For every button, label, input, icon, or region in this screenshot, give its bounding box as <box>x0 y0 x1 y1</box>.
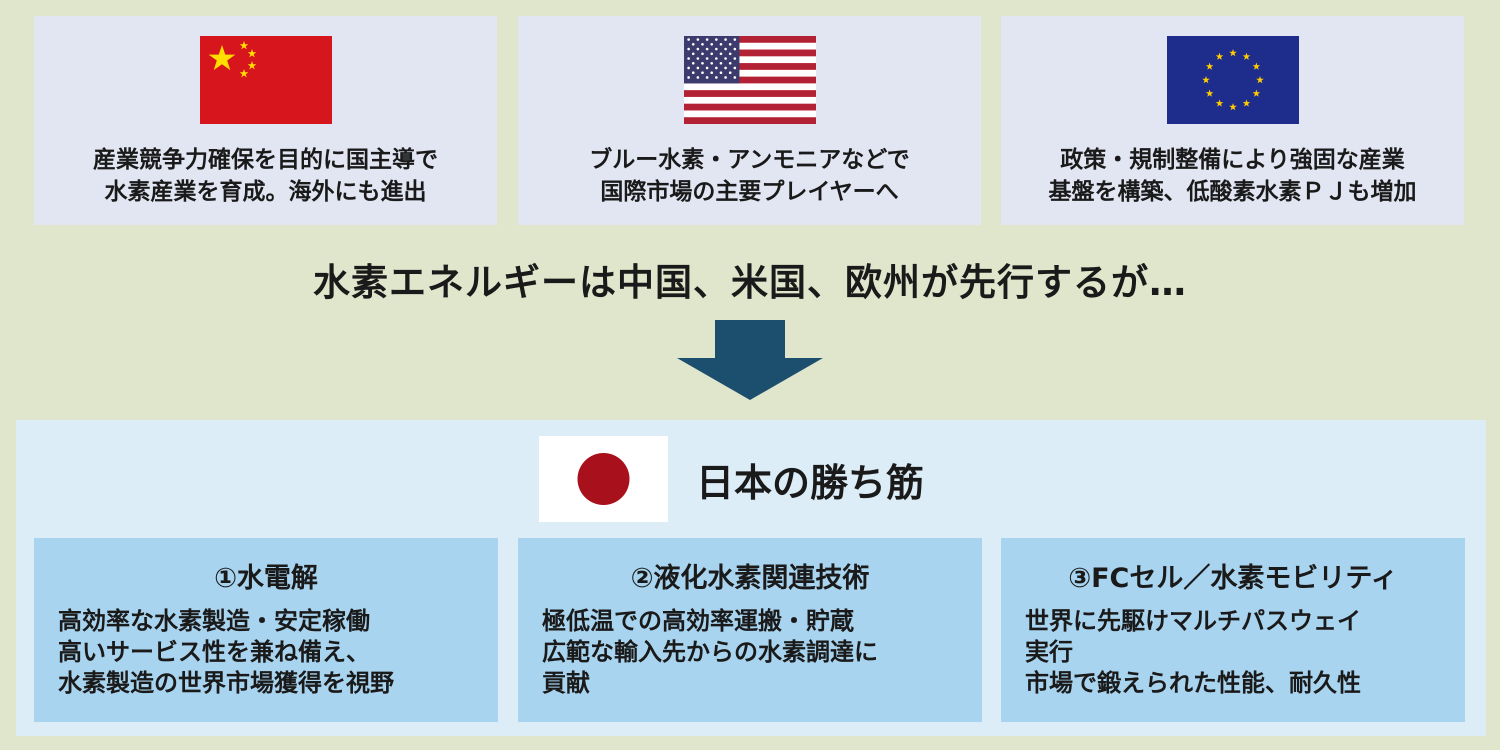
eu-description: 政策・規制整備により強固な産業 基盤を構築、低酸素水素ＰＪも増加 <box>1048 147 1417 205</box>
strategy-heading: ③FCセル／水素モビリティ <box>1068 563 1398 594</box>
strategy-body: 極低温での高効率運搬・貯蔵 広範な輸入先からの水素調達に 貢献 <box>542 607 878 697</box>
strategy-body: 世界に先駆けマルチパスウェイ 実行 市場で鍛えられた性能、耐久性 <box>1025 607 1361 697</box>
usa-description: ブルー水素・アンモニアなどで 国際市場の主要プレイヤーへ <box>589 147 910 205</box>
strategy-heading: ①水電解 <box>214 563 318 594</box>
region-card-eu: 政策・規制整備により強固な産業 基盤を構築、低酸素水素ＰＪも増加 <box>1001 16 1464 225</box>
down-arrow-icon <box>677 320 823 404</box>
strategy-body: 高効率な水素製造・安定稼働 高いサービス性を兼ね備え、 水素製造の世界市場獲得を… <box>58 607 394 697</box>
strategy-card-fc-mobility: ③FCセル／水素モビリティ 世界に先駆けマルチパスウェイ 実行 市場で鍛えられた… <box>1001 538 1465 722</box>
china-description: 産業競争力確保を目的に国主導で 水素産業を育成。海外にも進出 <box>93 147 438 205</box>
headline: 水素エネルギーは中国、米国、欧州が先行するが… <box>313 261 1187 304</box>
eu-flag-icon <box>1166 36 1299 124</box>
japan-title: 日本の勝ち筋 <box>696 461 925 505</box>
strategy-card-liquefied-hydrogen: ②液化水素関連技術 極低温での高効率運搬・貯蔵 広範な輸入先からの水素調達に 貢… <box>518 538 982 722</box>
strategy-card-water-electrolysis: ①水電解 高効率な水素製造・安定稼働 高いサービス性を兼ね備え、 水素製造の世界… <box>34 538 498 722</box>
region-card-china: 産業競争力確保を目的に国主導で 水素産業を育成。海外にも進出 <box>34 16 497 225</box>
japan-flag-icon <box>539 436 668 522</box>
strategy-heading: ②液化水素関連技術 <box>630 563 870 594</box>
usa-flag-icon <box>683 36 816 124</box>
china-flag-icon <box>199 36 332 124</box>
region-card-usa: ブルー水素・アンモニアなどで 国際市場の主要プレイヤーへ <box>518 16 981 225</box>
